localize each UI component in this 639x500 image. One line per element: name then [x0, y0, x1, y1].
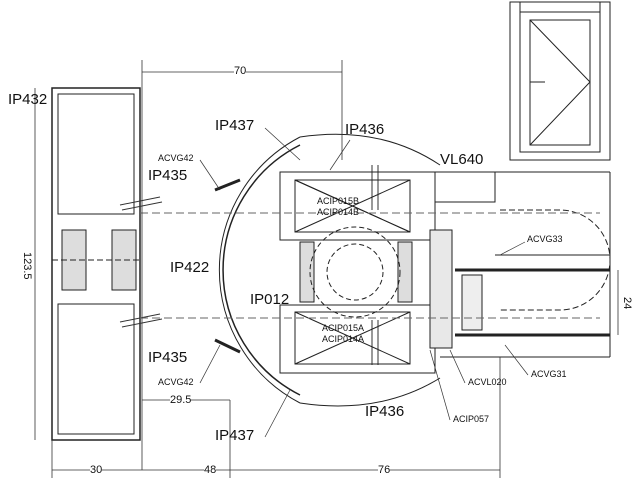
label-ip012: IP012	[250, 291, 290, 308]
dimension-lines	[34, 60, 619, 478]
label-ip437-bottom: IP437	[215, 427, 255, 444]
label-ip437-top: IP437	[215, 117, 255, 134]
label-ip432: IP432	[8, 91, 48, 108]
label-ip422: IP422	[170, 259, 210, 276]
label-ip435-bottom: IP435	[148, 349, 188, 366]
label-acvg33: ACVG33	[527, 234, 563, 244]
label-acip015a: ACIP015A	[322, 323, 365, 333]
mullion-profile-ip432	[51, 87, 141, 441]
glazing-unit	[440, 171, 611, 358]
label-acvg31: ACVG31	[531, 369, 567, 379]
dimension-29-5: 29.5	[170, 394, 192, 406]
label-ip436-bottom: IP436	[365, 403, 405, 420]
label-acip057: ACIP057	[453, 414, 490, 424]
dimension-76: 76	[378, 464, 391, 476]
leader-lines	[199, 127, 529, 438]
dimension-24: 24	[621, 297, 633, 310]
label-ip436-top: IP436	[345, 121, 385, 138]
label-acip014a: ACIP014A	[322, 334, 365, 344]
label-acvl020: ACVL020	[468, 377, 507, 387]
label-acip015b: ACIP015B	[317, 196, 360, 206]
frame-boxes	[279, 171, 496, 374]
door-elevation-thumbnail	[509, 1, 611, 161]
label-acvg42-top: ACVG42	[158, 153, 194, 163]
label-vl640: VL640	[440, 151, 484, 168]
dimension-30: 30	[90, 464, 103, 476]
dimension-70: 70	[234, 65, 247, 77]
label-acip014b: ACIP014B	[317, 207, 360, 217]
center-lines	[140, 212, 600, 319]
label-acvg42-bottom: ACVG42	[158, 377, 194, 387]
dimension-48: 48	[204, 464, 217, 476]
dimension-123-5: 123.5	[21, 252, 33, 280]
label-ip435-top: IP435	[148, 167, 188, 184]
